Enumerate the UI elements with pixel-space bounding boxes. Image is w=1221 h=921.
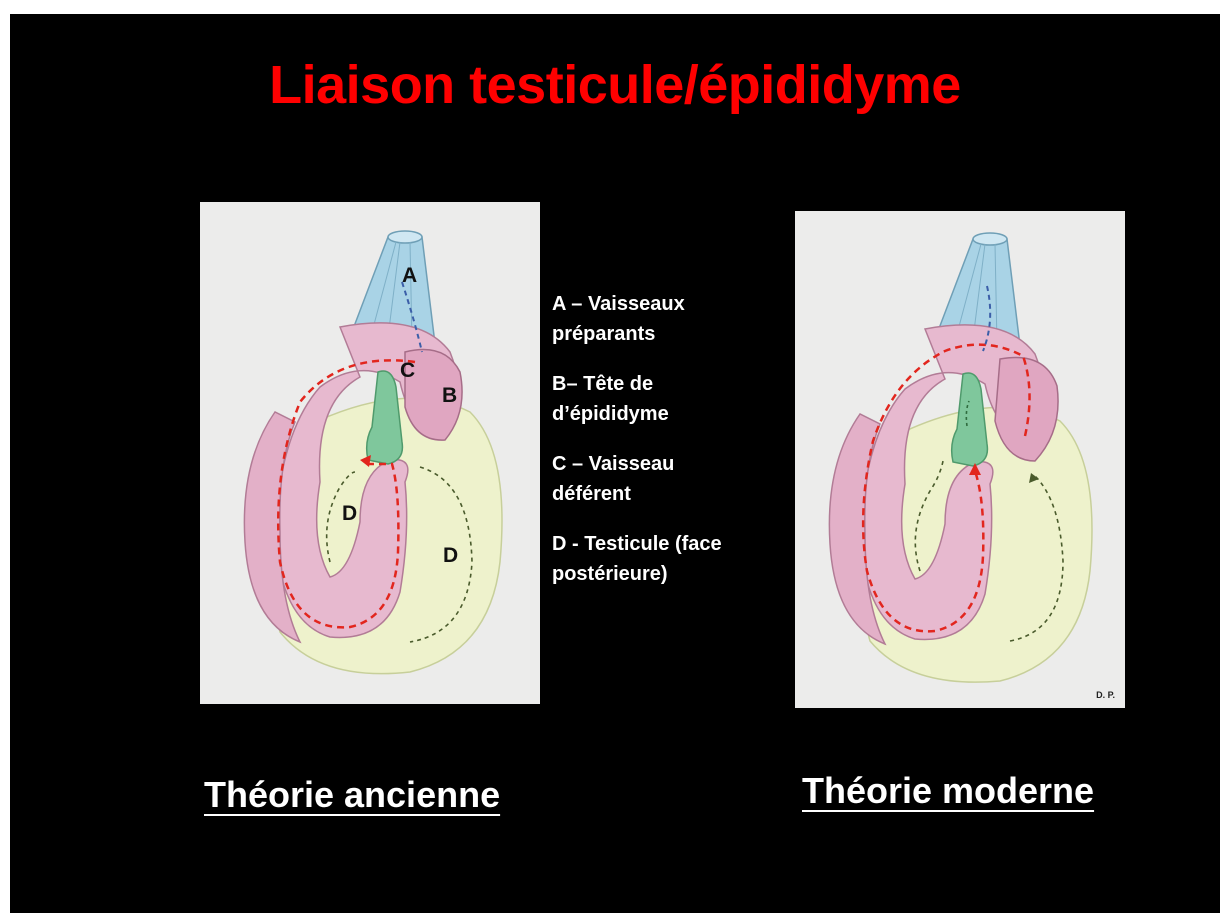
diagram-modern-theory: D. P.	[795, 211, 1125, 708]
anatomy-illustration-ancient: A C B D D	[200, 202, 540, 704]
label-d-inner: D	[342, 502, 357, 525]
legend-item-a-line2: préparants	[552, 319, 812, 349]
caption-ancient-theory: Théorie ancienne	[204, 774, 500, 816]
legend-item-c-line1: C – Vaisseau	[552, 449, 812, 479]
legend-item-b: B– Tête de d’épididyme	[552, 369, 812, 429]
label-c: C	[400, 359, 415, 382]
slide-title: Liaison testicule/épididyme	[10, 54, 1220, 116]
slide: Liaison testicule/épididyme	[10, 14, 1220, 913]
anatomy-illustration-modern	[795, 211, 1125, 708]
legend-item-d-line2: postérieure)	[552, 559, 812, 589]
legend-item-a: A – Vaisseaux préparants	[552, 289, 812, 349]
legend-item-b-line2: d’épididyme	[552, 399, 812, 429]
legend-item-c-line2: déférent	[552, 479, 812, 509]
caption-modern-theory: Théorie moderne	[802, 770, 1094, 812]
label-a: A	[402, 264, 417, 287]
label-d-outer: D	[443, 544, 458, 567]
legend-item-d-line1: D - Testicule (face	[552, 529, 812, 559]
label-b: B	[442, 384, 457, 407]
legend-item-c: C – Vaisseau déférent	[552, 449, 812, 509]
legend: A – Vaisseaux préparants B– Tête de d’ép…	[552, 289, 812, 609]
legend-item-a-line1: A – Vaisseaux	[552, 289, 812, 319]
artist-initials: D. P.	[1096, 690, 1115, 700]
legend-item-d: D - Testicule (face postérieure)	[552, 529, 812, 589]
diagram-ancient-theory: A C B D D	[200, 202, 540, 704]
legend-item-b-line1: B– Tête de	[552, 369, 812, 399]
